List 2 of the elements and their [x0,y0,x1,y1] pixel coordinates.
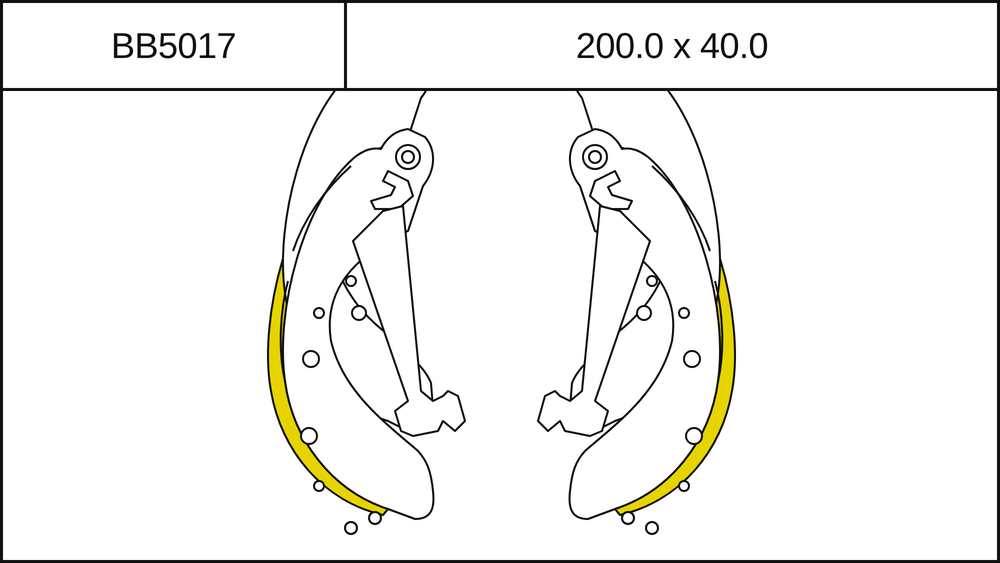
part-number: BB5017 [3,3,347,88]
dimension-text: 200.0 x 40.0 [574,24,770,68]
